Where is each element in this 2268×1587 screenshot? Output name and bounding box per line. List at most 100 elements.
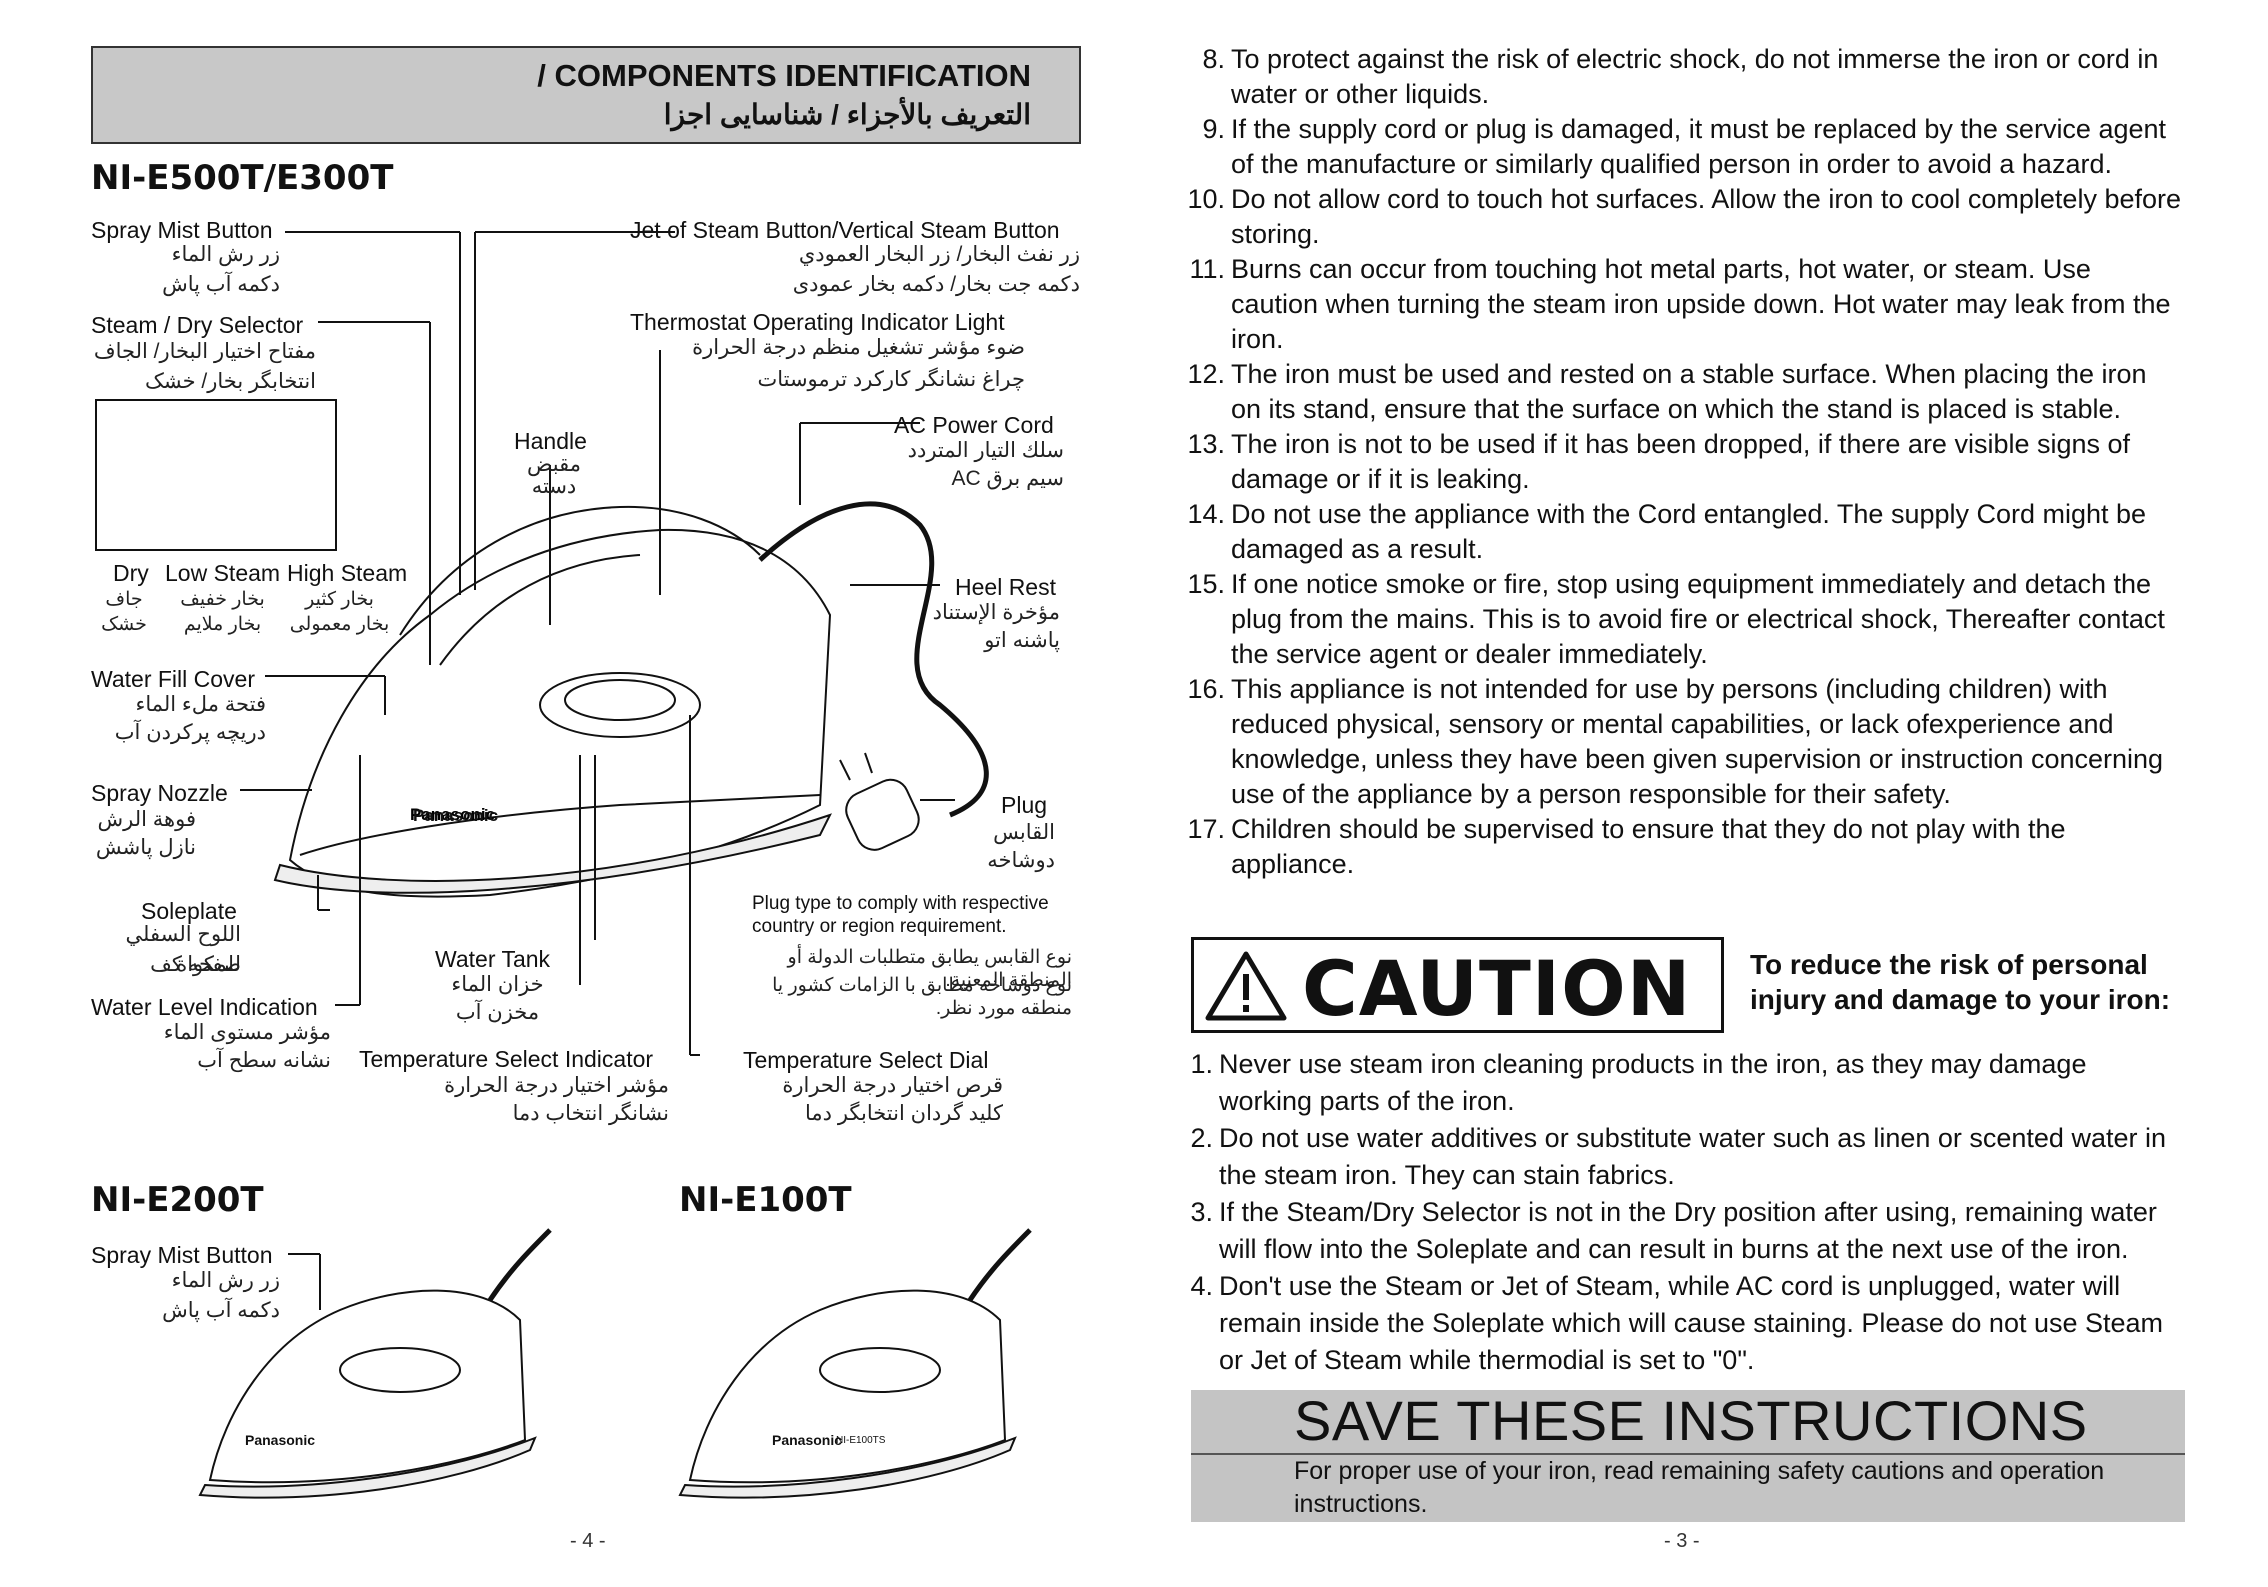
list-item: 2.Do not use water additives or substitu… — [1190, 1123, 2166, 1190]
caution-box: CAUTION — [1191, 937, 1724, 1033]
brand-on-iron-e200: Panasonic — [245, 1432, 316, 1448]
label-steam-dry-ar: مفتاح اختيار البخار/ الجاف — [93, 340, 316, 363]
label-plug-ar: القابس — [993, 821, 1055, 844]
plug-note-fa: نوع دوشاخه مطابق با الزامات کشور یا منطق… — [772, 975, 1072, 1019]
label-low-steam: Low Steam — [165, 560, 281, 586]
label-e200-spray: Spray Mist Button — [91, 1242, 273, 1268]
list-item: 1.Never use steam iron cleaning products… — [1190, 1049, 2087, 1116]
label-thermostat-fa: چراغ نشانگر کارکرد ترموستات — [757, 368, 1025, 391]
label-steam-dry-fa: انتخابگر بخار/ خشک — [145, 370, 316, 393]
label-plug: Plug — [1001, 792, 1048, 818]
label-high-steam-fa: بخار معمولی — [289, 614, 390, 635]
list-item: 15.If one notice smoke or fire, stop usi… — [1187, 569, 2165, 669]
list-item: 10.Do not allow cord to touch hot surfac… — [1187, 184, 2182, 249]
header-title-ar: التعريف بالأجزاء / شناسایی اجزا — [663, 99, 1031, 130]
list-item: 11.Burns can occur from touching hot met… — [1189, 254, 2171, 354]
label-heel-rest-ar: مؤخرة الإستناد — [932, 601, 1060, 624]
label-jet-steam-ar: زر نفث البخار/ زر البخار العمودي — [798, 243, 1080, 266]
header-title-en: / COMPONENTS IDENTIFICATION — [537, 58, 1031, 93]
save-title: SAVE THESE INSTRUCTIONS — [1294, 1389, 2088, 1452]
label-soleplate: Soleplate — [141, 898, 237, 924]
label-dry-ar: جاف — [105, 589, 143, 610]
label-e200-spray-ar: زر رش الماء — [171, 1269, 280, 1292]
label-water-level: Water Level Indication — [91, 994, 318, 1020]
save-text: For proper use of your iron, read remain… — [1294, 1457, 2105, 1518]
label-temp-indicator: Temperature Select Indicator — [359, 1046, 654, 1072]
label-ac-cord: AC Power Cord — [894, 412, 1054, 438]
label-low-steam-ar: بخار خفيف — [180, 589, 265, 610]
save-instructions-box: SAVE THESE INSTRUCTIONS For proper use o… — [1191, 1389, 2185, 1522]
label-e200-spray-fa: دکمه آب پاش — [162, 1299, 280, 1322]
brand-panasonic: Panasonic — [410, 805, 495, 824]
model-tag-e100: NI-E100TS — [836, 1435, 886, 1446]
iron-diagram: Panasonic — [95, 231, 989, 1056]
label-jet-steam-fa: دکمه جت بخار/ دکمه بخار عمودی — [792, 273, 1080, 296]
label-plug-fa: دوشاخه — [987, 849, 1055, 872]
label-water-fill-ar: فتحة ملء الماء — [135, 693, 266, 716]
list-item: 16.This appliance is not intended for us… — [1187, 674, 2164, 809]
iron-e200-illustration — [198, 1228, 552, 1499]
label-heel-rest: Heel Rest — [955, 574, 1056, 600]
list-item: 9.If the supply cord or plug is damaged,… — [1202, 114, 2167, 179]
label-handle-fa: دسته — [531, 475, 577, 498]
model-e100-title: NI-E100T — [679, 1180, 852, 1220]
page-number-left: - 4 - — [570, 1530, 606, 1552]
label-high-steam-ar: بخار كثير — [305, 589, 374, 610]
label-spray-mist-ar: زر رش الماء — [171, 243, 280, 266]
label-water-fill-fa: دریچه پرکردن آب — [114, 721, 266, 744]
label-temp-indicator-fa: نشانگر انتخاب دما — [512, 1102, 669, 1125]
label-water-level-ar: مؤشر مستوى الماء — [163, 1021, 331, 1044]
label-handle-ar: مقبض — [527, 453, 581, 476]
label-handle: Handle — [514, 428, 587, 454]
label-water-tank-fa: مخزن آب — [455, 1001, 540, 1024]
label-temp-dial: Temperature Select Dial — [743, 1047, 989, 1073]
components-header: / COMPONENTS IDENTIFICATION التعريف بالأ… — [91, 46, 1081, 144]
label-spray-mist-button: Spray Mist Button — [91, 217, 273, 243]
list-item: 12.The iron must be used and rested on a… — [1187, 359, 2147, 424]
plug-note: Plug type to comply with respective coun… — [752, 893, 1049, 937]
caution-list: 1.Never use steam iron cleaning products… — [1181, 1046, 2179, 1379]
warning-triangle-icon — [1205, 951, 1287, 1021]
label-thermostat-ar: ضوء مؤشر تشغيل منظم درجة الحرارة — [692, 336, 1025, 359]
label-thermostat: Thermostat Operating Indicator Light — [630, 309, 1005, 335]
label-soleplate-fa: صفحه کف — [150, 953, 241, 976]
model-e500-title: NI-E500T/E300T — [91, 158, 394, 198]
label-spray-nozzle: Spray Nozzle — [91, 780, 228, 806]
label-temp-dial-fa: کلید گردان انتخابگر دما — [804, 1102, 1003, 1125]
label-spray-nozzle-fa: نازل پاشش — [95, 836, 196, 859]
plug-note-ar: نوع القابس يطابق متطلبات الدولة أو المنط… — [787, 947, 1072, 991]
label-heel-rest-fa: پاشنه اتو — [984, 629, 1060, 652]
label-water-level-fa: نشانه سطح آب — [197, 1049, 331, 1072]
label-water-fill-cover: Water Fill Cover — [91, 666, 255, 692]
label-temp-dial-ar: قرص اختيار درجة الحرارة — [782, 1074, 1003, 1097]
label-dry-fa: خشک — [101, 614, 147, 635]
iron-e100-illustration — [678, 1228, 1032, 1499]
brand-on-iron-e100: Panasonic — [772, 1432, 843, 1448]
label-ac-cord-ar: سلك التيار المتردد — [907, 439, 1064, 462]
label-dry: Dry — [113, 560, 149, 586]
caution-word: CAUTION — [1302, 944, 1692, 1033]
label-high-steam: High Steam — [287, 560, 408, 586]
label-water-tank: Water Tank — [435, 946, 551, 972]
save-divider — [1191, 1453, 2185, 1455]
list-item: 8.To protect against the risk of electri… — [1202, 44, 2159, 109]
list-item: 14.Do not use the appliance with the Cor… — [1187, 499, 2147, 564]
model-e200-title: NI-E200T — [91, 1180, 264, 1220]
label-water-tank-ar: خزان الماء — [451, 973, 544, 996]
label-spray-nozzle-ar: فوهة الرش — [97, 808, 196, 831]
list-item: 3.If the Steam/Dry Selector is not in th… — [1190, 1197, 2157, 1264]
brand-on-iron-main: Panasonic — [413, 806, 499, 825]
list-item: 4.Don't use the Steam or Jet of Steam, w… — [1190, 1271, 2164, 1375]
label-low-steam-fa: بخار ملايم — [183, 614, 262, 635]
label-spray-mist-fa: دکمه آب پاش — [162, 273, 280, 296]
label-soleplate-ar: اللوح السفلي للمكواة — [125, 923, 241, 976]
page-number-right: - 3 - — [1664, 1530, 1700, 1552]
safety-list-top: 8.To protect against the risk of electri… — [1181, 42, 2181, 882]
label-ac-cord-fa: سیم برق AC — [951, 467, 1065, 490]
label-jet-steam: Jet of Steam Button/Vertical Steam Butto… — [630, 217, 1060, 243]
label-steam-dry-selector: Steam / Dry Selector — [91, 312, 304, 338]
caution-side-text: To reduce the risk of personal injury an… — [1750, 949, 2171, 1015]
label-temp-indicator-ar: مؤشر اختيار درجة الحرارة — [444, 1074, 669, 1097]
list-item: 17.Children should be supervised to ensu… — [1187, 814, 2066, 879]
list-item: 13.The iron is not to be used if it has … — [1187, 429, 2131, 494]
